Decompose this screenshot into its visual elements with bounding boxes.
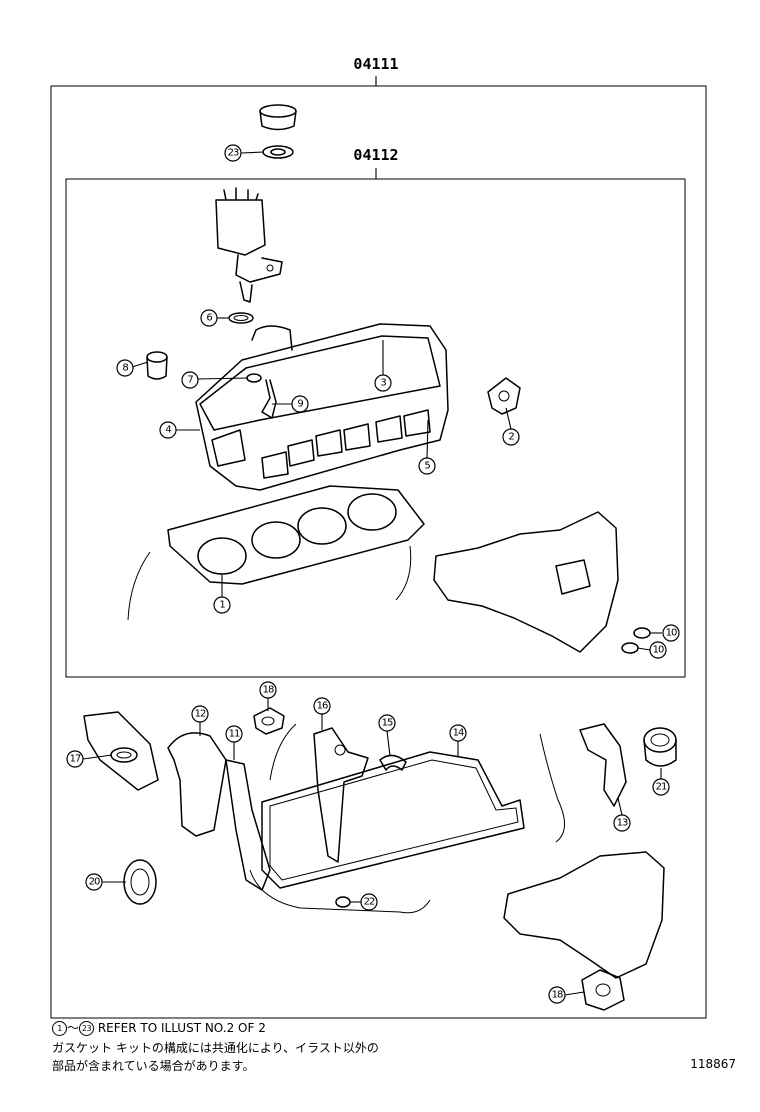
svg-text:5: 5 [424, 461, 430, 472]
oil-pan-gasket-14 [261, 751, 525, 889]
figure-number: 118867 [690, 1057, 736, 1071]
svg-text:8: 8 [122, 363, 128, 374]
cylinder-head-gasket [127, 485, 425, 621]
callout-15: 15 [378, 714, 396, 732]
exhaust-manifold-lower [503, 851, 665, 979]
callout-16: 16 [313, 697, 331, 715]
gasket-15 [379, 754, 407, 771]
svg-text:1: 1 [219, 600, 225, 611]
callout-23: 23 [224, 144, 242, 162]
svg-text:6: 6 [206, 313, 212, 324]
callout-20: 20 [85, 873, 103, 891]
rear-oil-seal-retainer-gasket-13 [579, 723, 627, 807]
drain-plug-gasket-22 [335, 896, 351, 908]
japanese-note-line-2: 部品が含まれている場合があります。 [52, 1059, 255, 1073]
svg-text:18: 18 [552, 990, 563, 1001]
svg-text:10: 10 [666, 628, 677, 639]
gasket-2 [487, 377, 521, 415]
cylinder-head-ports [261, 409, 431, 479]
sensor-9 [261, 379, 277, 419]
callout-4: 4 [159, 421, 177, 439]
svg-text:10: 10 [653, 645, 664, 656]
svg-text:3: 3 [380, 378, 386, 389]
oil-seal-8 [146, 351, 168, 380]
gasket-18-bottom [581, 969, 625, 1011]
callout-5: 5 [418, 457, 436, 475]
svg-text:18: 18 [263, 685, 274, 696]
water-pump-gasket-16 [313, 727, 369, 863]
outer-kit-frame [50, 85, 707, 1019]
callout-9: 9 [291, 395, 309, 413]
oil-seal-17 [110, 747, 138, 763]
svg-text:9: 9 [297, 399, 303, 410]
oil-filler-cap [259, 104, 297, 131]
cylinder-head-cover [195, 323, 449, 491]
distributor-o-ring [228, 312, 254, 324]
inner-kit-code: 04112 [353, 146, 398, 164]
rear-oil-seal-21 [643, 727, 677, 767]
callout-7: 7 [181, 371, 199, 389]
svg-text:22: 22 [364, 897, 375, 908]
callout-13: 13 [613, 814, 631, 832]
callout-12: 12 [191, 705, 209, 723]
svg-text:14: 14 [453, 728, 464, 739]
callout-8: 8 [116, 359, 134, 377]
distributor [215, 187, 283, 303]
svg-text:7: 7 [187, 375, 193, 386]
ref-end-callout: 23 [79, 1021, 95, 1036]
front-oil-seal-20 [123, 859, 157, 905]
callout-17: 17 [66, 750, 84, 768]
inner-kit-frame [65, 178, 686, 678]
callout-10-upper: 10 [662, 624, 680, 642]
callout-6: 6 [200, 309, 218, 327]
ref-text: REFER TO ILLUST NO.2 OF 2 [94, 1021, 266, 1035]
callout-18-bottom: 18 [548, 986, 566, 1004]
timing-cover-gasket-11 [225, 759, 271, 891]
ref-start-callout: 1 [52, 1021, 67, 1036]
svg-text:4: 4 [165, 425, 171, 436]
svg-text:2: 2 [508, 432, 514, 443]
svg-text:17: 17 [70, 754, 81, 765]
gasket-18-top [253, 707, 285, 735]
callout-14: 14 [449, 724, 467, 742]
spark-plug-tube-seal [246, 373, 262, 383]
svg-text:11: 11 [229, 729, 240, 740]
callout-18-top: 18 [259, 681, 277, 699]
svg-text:20: 20 [89, 877, 100, 888]
leader-lines [82, 151, 662, 996]
timing-cover-gasket-12 [167, 732, 227, 837]
callout-3: 3 [374, 374, 392, 392]
svg-text:12: 12 [195, 709, 206, 720]
ref-tilde: ～ [67, 1021, 80, 1035]
svg-text:13: 13 [617, 818, 628, 829]
svg-text:23: 23 [228, 148, 239, 159]
exhaust-manifold-upper [433, 511, 619, 653]
outer-kit-code: 04111 [353, 55, 398, 73]
callout-22: 22 [360, 893, 378, 911]
callout-1: 1 [213, 596, 231, 614]
callout-21: 21 [652, 778, 670, 796]
svg-text:21: 21 [656, 782, 667, 793]
japanese-note-line-1: ガスケット キットの構成には共通化により、イラスト以外の [52, 1041, 379, 1055]
callout-2: 2 [502, 428, 520, 446]
reference-note: 1～23 REFER TO ILLUST NO.2 OF 2 [52, 1020, 266, 1037]
engine-block-outline [83, 711, 565, 914]
filler-cap-gasket [262, 145, 294, 159]
callout-11: 11 [225, 725, 243, 743]
svg-text:15: 15 [382, 718, 393, 729]
callout-10-lower: 10 [649, 641, 667, 659]
svg-text:16: 16 [317, 701, 328, 712]
